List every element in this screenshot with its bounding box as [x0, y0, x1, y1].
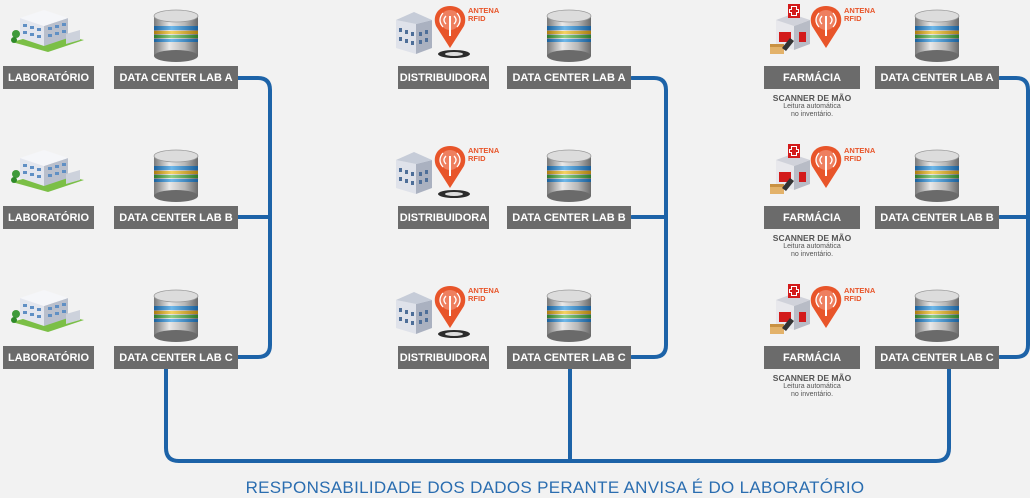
database-icon: [153, 288, 199, 342]
warehouse-rfid-icon: ANTENA RFID: [394, 4, 500, 67]
warehouse-rfid-icon: ANTENA RFID: [394, 284, 500, 347]
database-icon: [914, 288, 960, 342]
data-center-label: DATA CENTER LAB A: [114, 66, 238, 89]
data-center-label: DATA CENTER LAB B: [875, 206, 999, 229]
footer-caption: RESPONSABILIDADE DOS DADOS PERANTE ANVIS…: [245, 478, 865, 497]
scanner-subtitle-2: no inventário.: [790, 251, 834, 258]
database-icon: [546, 148, 592, 202]
pharmacy-rfid-icon: ANTENA RFID: [770, 4, 876, 67]
database-icon: [914, 148, 960, 202]
source-label: LABORATÓRIO: [3, 66, 94, 89]
pharmacy-rfid-icon: ANTENA RFID: [770, 144, 876, 207]
svg-text:ANTENA: ANTENA: [468, 146, 500, 155]
source-label: FARMÁCIA: [764, 206, 860, 229]
svg-text:ANTENA: ANTENA: [468, 286, 500, 295]
data-center-label: DATA CENTER LAB A: [507, 66, 631, 89]
source-label: LABORATÓRIO: [3, 346, 94, 369]
source-label: DISTRIBUIDORA: [398, 206, 489, 229]
data-center-label: DATA CENTER LAB C: [114, 346, 238, 369]
scanner-title: SCANNER DE MÃO: [772, 373, 852, 383]
scanner-title: SCANNER DE MÃO: [772, 93, 852, 103]
svg-text:RFID: RFID: [468, 154, 486, 163]
data-center-label: DATA CENTER LAB B: [507, 206, 631, 229]
source-label: FARMÁCIA: [764, 346, 860, 369]
warehouse-rfid-icon: ANTENA RFID: [394, 144, 500, 207]
scanner-subtitle-1: Leitura automática: [783, 243, 841, 250]
data-center-label: DATA CENTER LAB C: [507, 346, 631, 369]
svg-text:ANTENA: ANTENA: [468, 6, 500, 15]
scanner-subtitle-1: Leitura automática: [783, 103, 841, 110]
pharmacy-rfid-icon: ANTENA RFID: [770, 284, 876, 347]
scanner-title: SCANNER DE MÃO: [772, 233, 852, 243]
svg-text:ANTENA: ANTENA: [844, 286, 876, 295]
scanner-subtitle-1: Leitura automática: [783, 383, 841, 390]
database-icon: [546, 8, 592, 62]
database-icon: [153, 8, 199, 62]
building-icon: [8, 144, 88, 199]
source-label: DISTRIBUIDORA: [398, 66, 489, 89]
scanner-subtitle-2: no inventário.: [790, 111, 834, 118]
svg-text:RFID: RFID: [844, 14, 862, 23]
bottom-connector-line: [164, 367, 951, 463]
svg-text:ANTENA: ANTENA: [844, 6, 876, 15]
building-icon: [8, 284, 88, 339]
svg-text:RFID: RFID: [468, 294, 486, 303]
database-icon: [914, 8, 960, 62]
svg-text:RFID: RFID: [844, 154, 862, 163]
building-icon: [8, 4, 88, 59]
database-icon: [153, 148, 199, 202]
svg-text:RFID: RFID: [468, 14, 486, 23]
source-label: FARMÁCIA: [764, 66, 860, 89]
scanner-subtitle-2: no inventário.: [790, 391, 834, 398]
svg-text:RFID: RFID: [844, 294, 862, 303]
data-center-label: DATA CENTER LAB B: [114, 206, 238, 229]
source-label: LABORATÓRIO: [3, 206, 94, 229]
database-icon: [546, 288, 592, 342]
data-center-label: DATA CENTER LAB C: [875, 346, 999, 369]
data-center-label: DATA CENTER LAB A: [875, 66, 999, 89]
svg-text:ANTENA: ANTENA: [844, 146, 876, 155]
source-label: DISTRIBUIDORA: [398, 346, 489, 369]
